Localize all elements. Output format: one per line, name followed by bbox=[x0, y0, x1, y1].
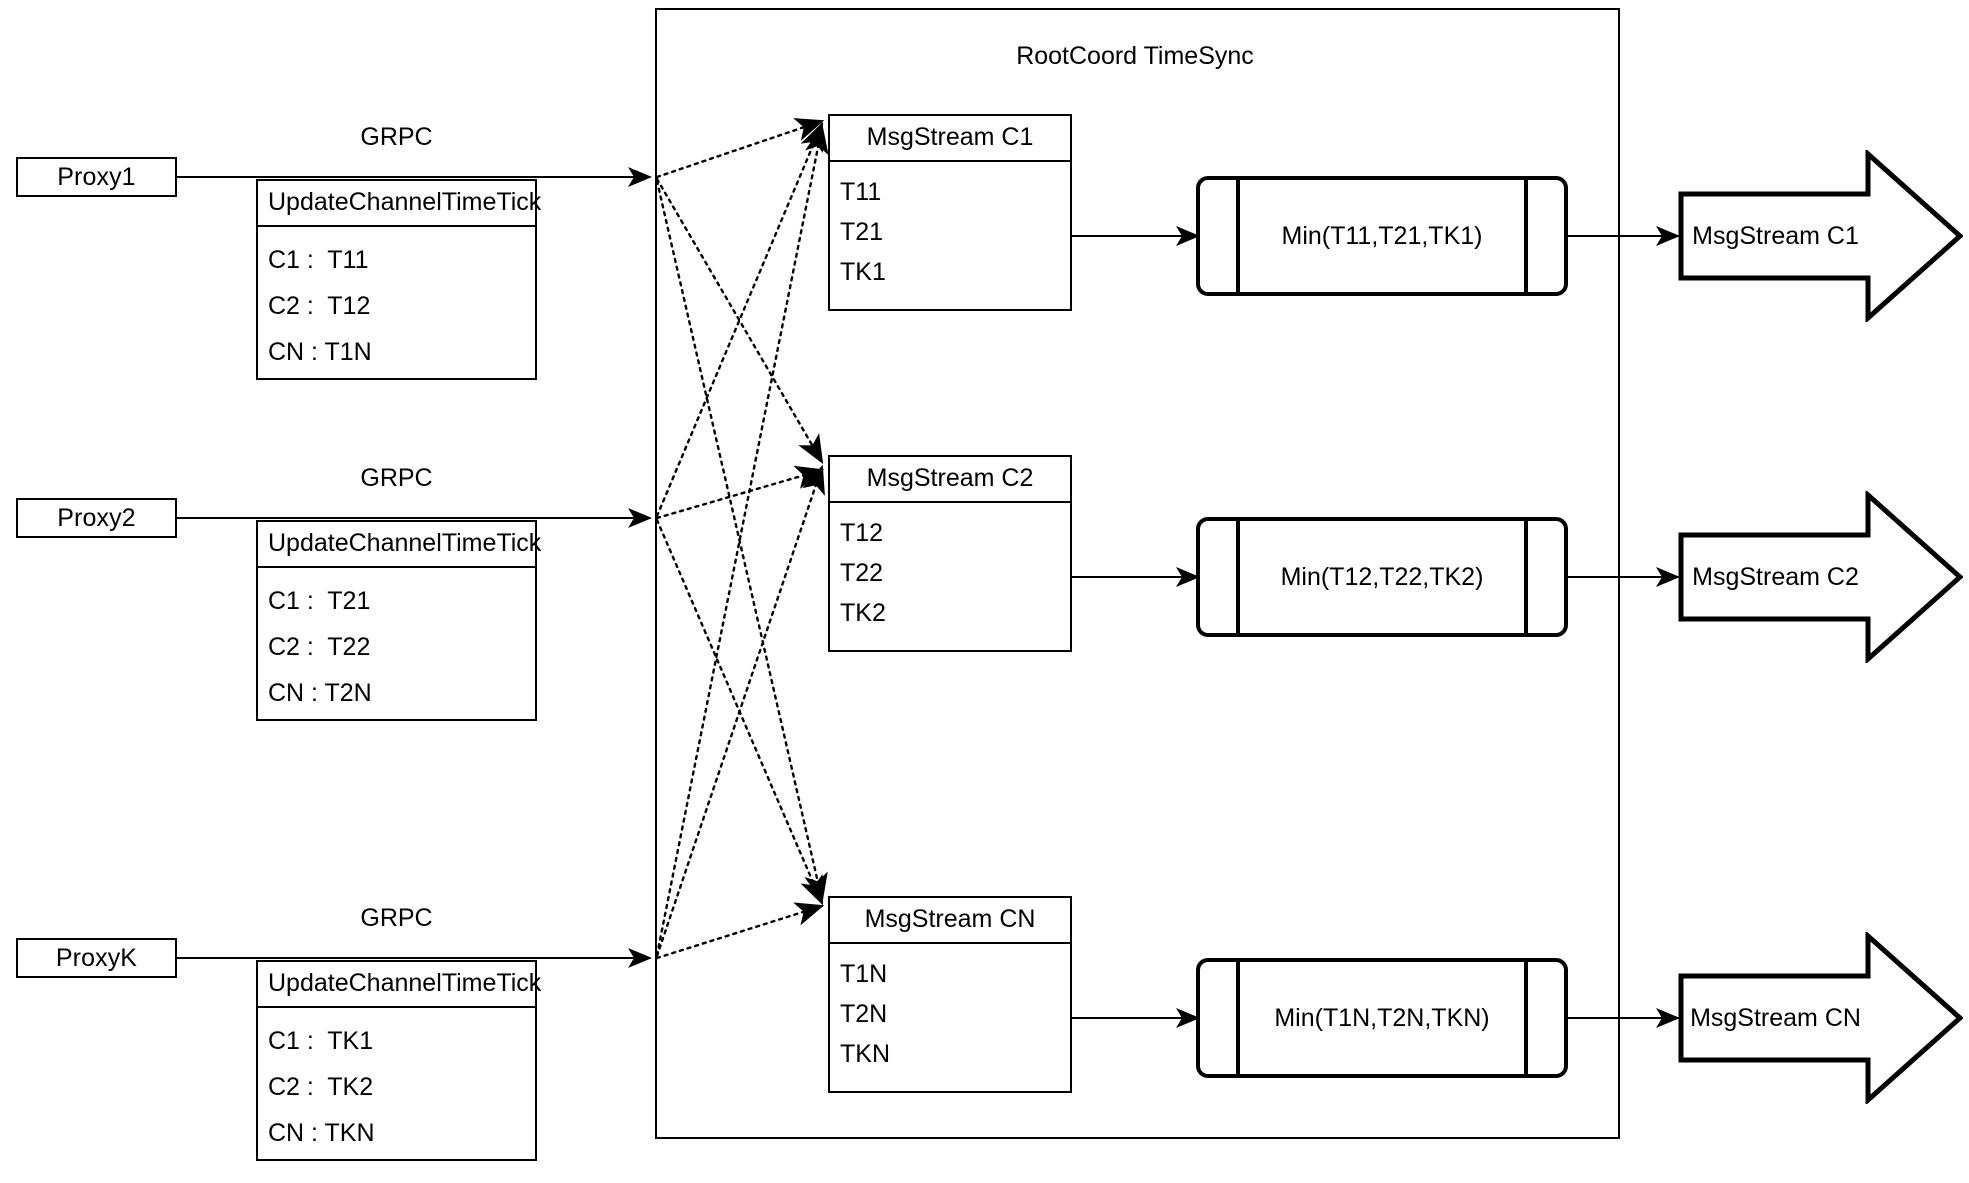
timetick-row: C1 : T11 bbox=[268, 246, 369, 274]
subroutine-left-bar bbox=[1236, 958, 1240, 1078]
subroutine-right-bar bbox=[1524, 517, 1528, 637]
timetick-row: CN : T1N bbox=[268, 338, 372, 366]
min-label-c2: Min(T12,T22,TK2) bbox=[1280, 562, 1484, 591]
output-label-cn: MsgStream CN bbox=[1690, 1003, 1861, 1032]
proxy-box-2[interactable]: Proxy2 bbox=[16, 498, 177, 538]
msgstream-box-c1: MsgStream C1 T11 T21 TK1 bbox=[828, 114, 1072, 311]
msgstream-tick-row: TK1 bbox=[840, 258, 886, 286]
proxy-box-k[interactable]: ProxyK bbox=[16, 938, 177, 978]
update-channel-timetick-title-2: UpdateChannelTimeTick bbox=[258, 522, 541, 568]
subroutine-left-bar bbox=[1236, 176, 1240, 296]
rootcoord-timesync-title: RootCoord TimeSync bbox=[1016, 42, 1254, 70]
output-label-c1: MsgStream C1 bbox=[1692, 221, 1859, 250]
output-block-arrow-cn: MsgStream CN bbox=[1678, 932, 1963, 1104]
output-block-arrow-c2: MsgStream C2 bbox=[1678, 491, 1963, 663]
msgstream-tick-row: T12 bbox=[840, 519, 884, 547]
timetick-row: CN : TKN bbox=[268, 1119, 375, 1147]
subroutine-right-bar bbox=[1524, 958, 1528, 1078]
timetick-row: C1 : TK1 bbox=[268, 1027, 374, 1055]
msgstream-tick-row: TKN bbox=[840, 1040, 890, 1068]
msgstream-title-cn: MsgStream CN bbox=[830, 898, 1070, 944]
update-channel-timetick-title-k: UpdateChannelTimeTick bbox=[258, 962, 541, 1008]
rootcoord-timesync-container bbox=[655, 8, 1620, 1139]
min-label-c1: Min(T11,T21,TK1) bbox=[1281, 221, 1483, 250]
update-channel-timetick-box-1: UpdateChannelTimeTick C1 : T11 C2 : T12 … bbox=[256, 179, 541, 380]
min-subroutine-c1: Min(T11,T21,TK1) bbox=[1196, 176, 1568, 296]
update-channel-timetick-box-k: UpdateChannelTimeTick C1 : TK1 C2 : TK2 … bbox=[256, 960, 541, 1161]
msgstream-tick-row: T11 bbox=[840, 178, 882, 206]
timetick-row: C2 : T22 bbox=[268, 633, 371, 661]
timetick-row: CN : T2N bbox=[268, 679, 372, 707]
msgstream-tick-row: T1N bbox=[840, 960, 888, 988]
msgstream-box-c2: MsgStream C2 T12 T22 TK2 bbox=[828, 455, 1072, 652]
timetick-row: C2 : TK2 bbox=[268, 1073, 374, 1101]
msgstream-title-c1: MsgStream C1 bbox=[830, 116, 1070, 162]
subroutine-right-bar bbox=[1524, 176, 1528, 296]
min-subroutine-cn: Min(T1N,T2N,TKN) bbox=[1196, 958, 1568, 1078]
msgstream-tick-row: T22 bbox=[840, 559, 884, 587]
grpc-label-1: GRPC bbox=[360, 123, 433, 151]
msgstream-title-c2: MsgStream C2 bbox=[830, 457, 1070, 503]
proxy-box-1[interactable]: Proxy1 bbox=[16, 157, 177, 197]
timetick-row: C2 : T12 bbox=[268, 292, 371, 320]
update-channel-timetick-box-2: UpdateChannelTimeTick C1 : T21 C2 : T22 … bbox=[256, 520, 541, 721]
subroutine-left-bar bbox=[1236, 517, 1240, 637]
timetick-row: C1 : T21 bbox=[268, 587, 371, 615]
output-block-arrow-c1: MsgStream C1 bbox=[1678, 150, 1963, 322]
min-label-cn: Min(T1N,T2N,TKN) bbox=[1274, 1003, 1490, 1032]
msgstream-tick-row: TK2 bbox=[840, 599, 886, 627]
output-label-c2: MsgStream C2 bbox=[1692, 562, 1859, 591]
msgstream-box-cn: MsgStream CN T1N T2N TKN bbox=[828, 896, 1072, 1093]
update-channel-timetick-title-1: UpdateChannelTimeTick bbox=[258, 181, 541, 227]
msgstream-tick-row: T21 bbox=[840, 218, 884, 246]
msgstream-tick-row: T2N bbox=[840, 1000, 888, 1028]
grpc-label-k: GRPC bbox=[360, 904, 433, 932]
grpc-label-2: GRPC bbox=[360, 464, 433, 492]
min-subroutine-c2: Min(T12,T22,TK2) bbox=[1196, 517, 1568, 637]
